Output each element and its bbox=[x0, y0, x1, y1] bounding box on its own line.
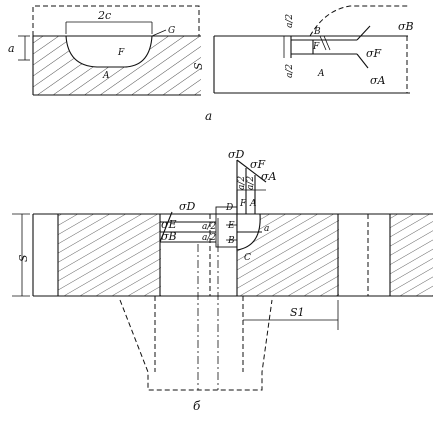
label-b-b: B bbox=[227, 236, 235, 246]
sigma-b-label: σB bbox=[398, 20, 414, 33]
semi-elliptical-crack bbox=[65, 35, 153, 68]
label-2c: 2c bbox=[97, 9, 111, 22]
figure-b: S a/2 a/2 a/2 a/2 bbox=[12, 148, 433, 391]
small-dim-top1: a/2 bbox=[237, 176, 247, 190]
caption-b: б bbox=[193, 399, 201, 413]
label-thickness-s-b: S bbox=[17, 254, 30, 262]
label-d: D bbox=[225, 203, 233, 213]
hatched-block-left bbox=[58, 214, 161, 296]
label-point-f: F bbox=[117, 48, 125, 58]
label-b: B bbox=[313, 27, 321, 37]
bottom-profile-dashed bbox=[119, 299, 273, 391]
small-dim-left1: a/2 bbox=[202, 222, 216, 232]
small-dim-top2: a/2 bbox=[246, 176, 256, 190]
label-a-half-top: a/2 bbox=[285, 14, 295, 28]
label-e: E bbox=[227, 221, 235, 231]
sigma-b-left: σB bbox=[161, 230, 177, 243]
label-a-half-bottom: a/2 bbox=[285, 64, 295, 78]
label-point-a: A bbox=[102, 71, 110, 81]
figure-a-left: 2c a G F A bbox=[8, 5, 201, 96]
label-a: A bbox=[317, 69, 325, 79]
label-c: C bbox=[244, 253, 251, 263]
label-f: F bbox=[312, 42, 320, 52]
label-a-depth: a bbox=[264, 224, 269, 234]
label-f-b: F bbox=[239, 199, 247, 209]
sigma-d-top: σD bbox=[228, 148, 245, 161]
hatched-block-far-right bbox=[390, 214, 433, 296]
sigma-e-left: σE bbox=[161, 218, 177, 231]
label-depth-a: a bbox=[8, 42, 15, 55]
label-thickness-s: S bbox=[192, 62, 205, 70]
figure-a-right: a/2 a/2 S B F A σB σF σA bbox=[192, 5, 414, 94]
sigma-f-label: σF bbox=[366, 47, 382, 60]
dashed-outline bbox=[32, 5, 200, 36]
label-point-g: G bbox=[168, 26, 175, 36]
sigma-a-label: σA bbox=[370, 74, 386, 87]
sigma-f-top: σF bbox=[250, 158, 266, 171]
sigma-d-left: σD bbox=[179, 200, 196, 213]
sigma-a-top: σA bbox=[261, 170, 277, 183]
caption-a: a bbox=[205, 109, 212, 123]
label-s1: S1 bbox=[290, 306, 305, 319]
label-a-b: A bbox=[249, 199, 257, 209]
small-dim-left2: a/2 bbox=[202, 233, 216, 243]
